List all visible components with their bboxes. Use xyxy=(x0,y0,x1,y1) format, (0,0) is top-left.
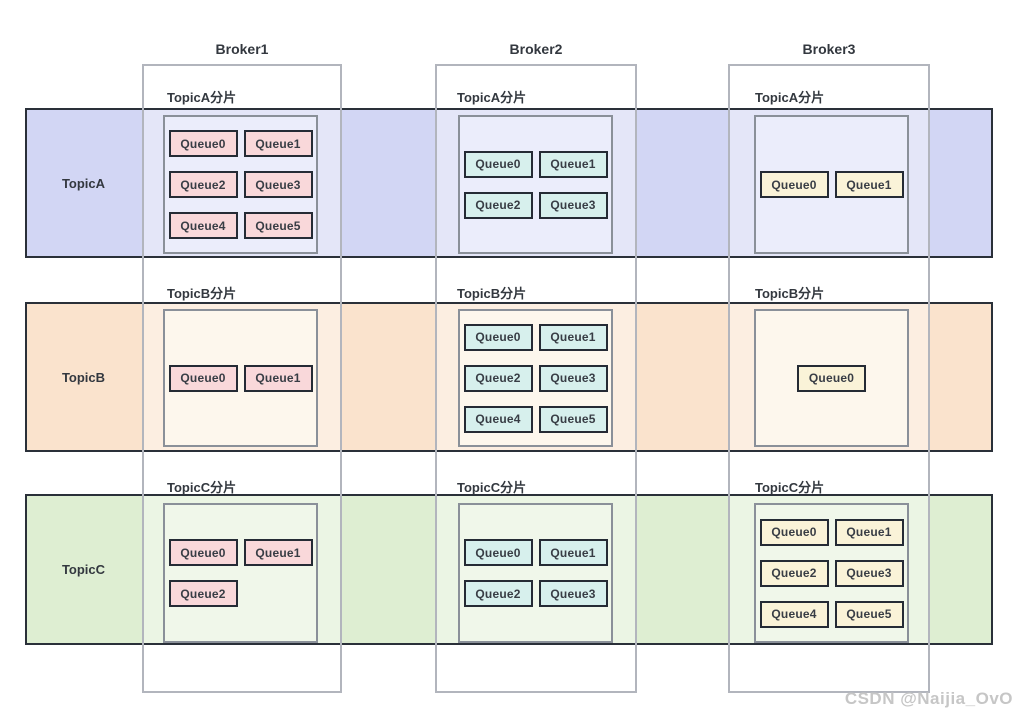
shard-box-topicC-broker3: Queue0 Queue1 Queue2 Queue3 Queue4 Queue… xyxy=(754,503,909,643)
queue-box: Queue1 xyxy=(538,323,608,351)
queue-grid: Queue0 xyxy=(760,364,904,392)
queue-box: Queue4 xyxy=(463,405,533,433)
queue-box: Queue4 xyxy=(759,600,829,628)
queue-box: Queue5 xyxy=(243,212,313,239)
queue-box: Queue0 xyxy=(168,539,238,566)
shard-box-topicA-broker2: Queue0 Queue1 Queue2 Queue3 xyxy=(458,115,613,254)
queue-box: Queue2 xyxy=(463,580,533,607)
topic-c-label: TopicC xyxy=(61,562,106,577)
shard-box-topicB-broker1: Queue0 Queue1 xyxy=(163,309,318,447)
queue-grid: Queue0 Queue1 xyxy=(759,171,904,198)
csdn-watermark: CSDN @Naijia_OvO xyxy=(844,689,1013,708)
queue-grid: Queue0 Queue1 Queue2 Queue3 xyxy=(463,539,608,607)
queue-grid: Queue0 Queue1 Queue2 Queue3 xyxy=(463,150,608,219)
shard-label-topicB-broker2: TopicB分片 xyxy=(457,286,527,301)
queue-box: Queue2 xyxy=(168,580,238,607)
queue-box: Queue2 xyxy=(759,559,829,587)
queue-grid: Queue0 Queue1 Queue2 Queue3 Queue4 Queue… xyxy=(759,518,904,628)
queue-box: Queue3 xyxy=(538,580,608,607)
shard-label-topicB-broker3: TopicB分片 xyxy=(755,286,825,301)
queue-grid: Queue0 Queue1 Queue2 xyxy=(168,539,313,607)
queue-grid: Queue0 Queue1 xyxy=(168,364,313,392)
shard-box-topicB-broker2: Queue0 Queue1 Queue2 Queue3 Queue4 Queue… xyxy=(458,309,613,447)
queue-box: Queue0 xyxy=(463,539,533,566)
shard-label-topicC-broker2: TopicC分片 xyxy=(457,480,527,495)
queue-box: Queue0 xyxy=(168,130,238,157)
queue-box: Queue1 xyxy=(538,150,608,178)
queue-box: Queue3 xyxy=(538,364,608,392)
queue-grid: Queue0 Queue1 Queue2 Queue3 Queue4 Queue… xyxy=(463,323,608,433)
shard-label-topicC-broker1: TopicC分片 xyxy=(167,480,237,495)
shard-label-topicA-broker3: TopicA分片 xyxy=(755,90,825,105)
queue-grid: Queue0 Queue1 Queue2 Queue3 Queue4 Queue… xyxy=(168,130,313,239)
broker3-box-border xyxy=(728,64,930,693)
queue-box: Queue1 xyxy=(538,539,608,566)
queue-box: Queue0 xyxy=(797,364,866,392)
broker3-label: Broker3 xyxy=(802,41,856,57)
broker1-label: Broker1 xyxy=(215,41,269,57)
queue-box: Queue5 xyxy=(834,600,904,628)
queue-box: Queue2 xyxy=(463,364,533,392)
queue-box: Queue4 xyxy=(168,212,238,239)
broker1-box-border xyxy=(142,64,342,693)
queue-box: Queue0 xyxy=(759,518,829,546)
broker2-box-border xyxy=(435,64,637,693)
shard-box-topicA-broker3: Queue0 Queue1 xyxy=(754,115,909,254)
topic-b-label: TopicB xyxy=(61,370,106,385)
queue-box: Queue0 xyxy=(463,150,533,178)
queue-box: Queue1 xyxy=(243,539,313,566)
broker2-label: Broker2 xyxy=(509,41,563,57)
topic-b-band-border xyxy=(25,302,993,452)
queue-box: Queue0 xyxy=(759,171,829,198)
topic-a-band-border xyxy=(25,108,993,258)
queue-box: Queue3 xyxy=(834,559,904,587)
queue-box: Queue3 xyxy=(538,191,608,219)
shard-box-topicA-broker1: Queue0 Queue1 Queue2 Queue3 Queue4 Queue… xyxy=(163,115,318,254)
queue-box: Queue0 xyxy=(463,323,533,351)
queue-box: Queue1 xyxy=(834,171,904,198)
queue-box: Queue3 xyxy=(243,171,313,198)
queue-box: Queue5 xyxy=(538,405,608,433)
shard-box-topicB-broker3: Queue0 xyxy=(754,309,909,447)
shard-label-topicB-broker1: TopicB分片 xyxy=(167,286,237,301)
queue-box: Queue1 xyxy=(834,518,904,546)
shard-box-topicC-broker1: Queue0 Queue1 Queue2 xyxy=(163,503,318,643)
queue-box: Queue1 xyxy=(243,364,313,392)
queue-box: Queue0 xyxy=(168,364,238,392)
shard-label-topicA-broker1: TopicA分片 xyxy=(167,90,237,105)
shard-label-topicA-broker2: TopicA分片 xyxy=(457,90,527,105)
topic-c-band-border xyxy=(25,494,993,645)
shard-label-topicC-broker3: TopicC分片 xyxy=(755,480,825,495)
queue-box: Queue2 xyxy=(168,171,238,198)
queue-box: Queue2 xyxy=(463,191,533,219)
shard-box-topicC-broker2: Queue0 Queue1 Queue2 Queue3 xyxy=(458,503,613,643)
queue-box: Queue1 xyxy=(243,130,313,157)
topic-a-label: TopicA xyxy=(61,176,106,191)
